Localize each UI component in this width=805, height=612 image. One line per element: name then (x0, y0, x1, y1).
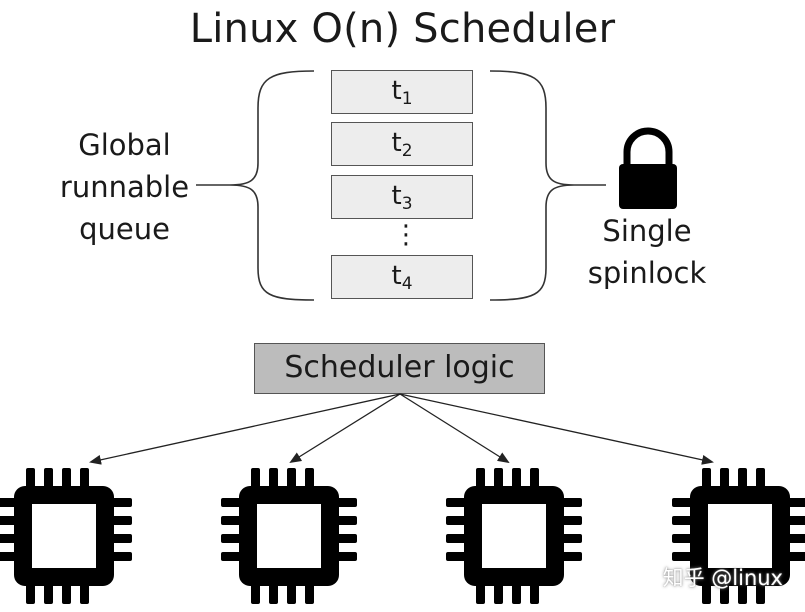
task-name: t (391, 261, 402, 291)
right-brace (489, 70, 606, 301)
arrow-to-cpu-1 (89, 393, 401, 465)
queue-ellipsis: ⋮ (393, 220, 419, 250)
lock-label-line: Single (602, 214, 692, 248)
cpu-chip-icon (446, 468, 582, 604)
queue-label-line: runnable (59, 170, 190, 204)
diagram-title: Linux O(n) Scheduler (189, 6, 616, 52)
task-box: t4 (331, 255, 473, 299)
queue-label-line: Global (78, 128, 171, 162)
task-subscript: 3 (401, 194, 413, 214)
arrow-to-cpu-2 (289, 393, 401, 464)
arrow-to-cpu-3 (399, 393, 510, 464)
watermark: 知乎 @linux (662, 566, 783, 590)
task-name: t (391, 128, 402, 158)
global-runnable-queue-label: Global runnable queue (52, 124, 197, 250)
queue-label-line: queue (79, 212, 170, 246)
cpu-chip-icon (221, 468, 357, 604)
task-subscript: 2 (401, 141, 413, 161)
task-box: t2 (331, 122, 473, 166)
task-name: t (391, 181, 402, 211)
single-spinlock-label: Single spinlock (572, 210, 722, 294)
task-name: t (391, 76, 402, 106)
cpu-chip-icon (0, 468, 132, 604)
task-subscript: 1 (401, 89, 413, 109)
padlock-icon (619, 127, 677, 209)
task-box: t3 (331, 175, 473, 219)
arrow-to-cpu-4 (399, 393, 714, 465)
task-box: t1 (331, 70, 473, 114)
lock-label-line: spinlock (587, 256, 707, 290)
task-subscript: 4 (401, 274, 413, 294)
left-brace (196, 70, 315, 301)
dispatch-arrows (89, 393, 714, 465)
